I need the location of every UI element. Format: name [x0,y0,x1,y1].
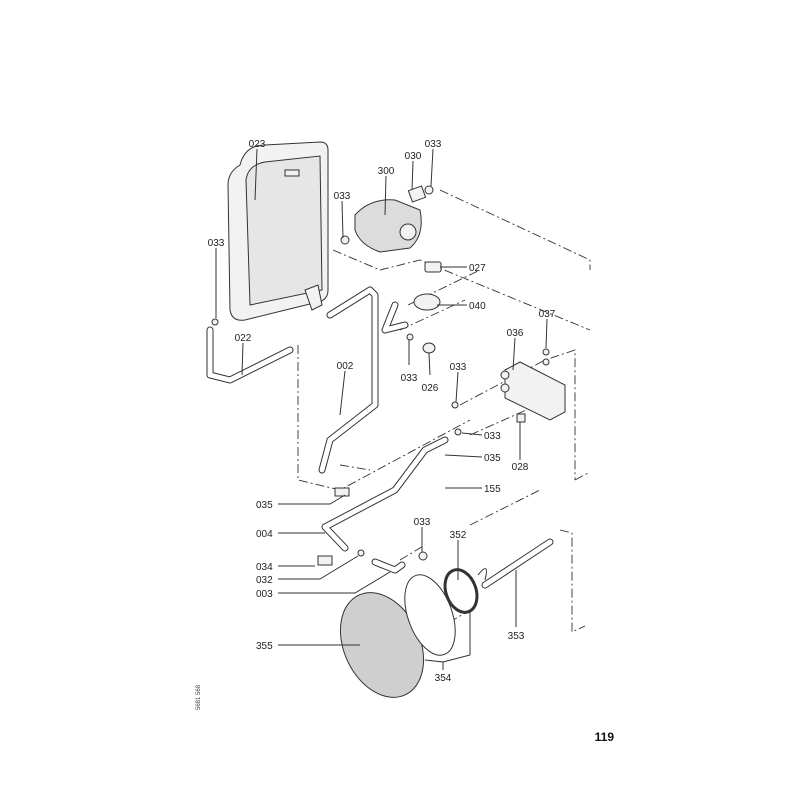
leader-lines [215,148,548,670]
label-352: 352 [450,530,467,541]
pipes [206,286,554,589]
label-002: 002 [337,361,354,372]
label-028: 028 [512,462,529,473]
label-027: 027 [469,263,486,274]
label-033: 033 [425,139,442,150]
circulation-pump-300 [340,185,434,253]
label-023: 023 [249,139,266,150]
label-033: 033 [334,191,351,202]
label-032: 032 [256,575,273,586]
label-003: 003 [256,589,273,600]
label-155: 155 [484,484,501,495]
label-033: 033 [450,362,467,373]
label-353: 353 [508,631,525,642]
plate-heat-exchanger-036 [500,361,566,421]
label-033: 033 [414,517,431,528]
page-number: 119 [595,730,615,744]
document-id: 5681 568 [196,684,202,710]
label-022: 022 [235,333,252,344]
expansion-vessel-023 [227,141,329,321]
label-033: 033 [484,431,501,442]
label-033: 033 [208,238,225,249]
label-026: 026 [422,383,439,394]
label-036: 036 [507,328,524,339]
label-030: 030 [405,151,422,162]
label-355: 355 [256,641,273,652]
label-035: 035 [256,500,273,511]
label-040: 040 [469,301,486,312]
label-300: 300 [378,166,395,177]
part-labels: 023 300 030 033 033 033 027 040 037 036 … [208,139,556,684]
assembly-lines [297,189,591,641]
label-354: 354 [435,673,452,684]
fittings [211,261,550,566]
label-035: 035 [484,453,501,464]
label-004: 004 [256,529,273,540]
label-034: 034 [256,562,273,573]
label-033: 033 [401,373,418,384]
expansion-vessel-355 [339,568,487,698]
label-037: 037 [539,309,556,320]
